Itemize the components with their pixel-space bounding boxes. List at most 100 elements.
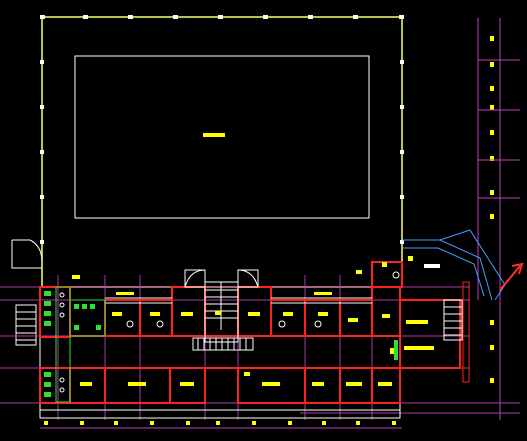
fixture-wc xyxy=(44,321,51,326)
fixtures xyxy=(55,286,106,403)
post xyxy=(263,15,268,19)
room-label xyxy=(248,312,260,316)
tick xyxy=(490,190,494,195)
central-stair xyxy=(184,269,259,351)
court-boundary-posts xyxy=(40,15,404,244)
fixture-symbols xyxy=(44,291,398,397)
stair-outline xyxy=(443,299,463,341)
fixture-urinal xyxy=(74,325,79,330)
canopy-outline xyxy=(402,239,493,301)
room-label xyxy=(181,312,193,316)
room-label xyxy=(116,292,134,295)
post xyxy=(400,240,404,244)
room-label xyxy=(378,382,392,386)
tick xyxy=(490,105,494,110)
stair-outline xyxy=(15,304,37,346)
fixture-column xyxy=(55,286,71,403)
washbasin xyxy=(59,312,65,318)
fixture-wc xyxy=(44,372,51,377)
room-label xyxy=(406,320,428,324)
corridor-benches xyxy=(105,297,372,304)
entry-mat xyxy=(424,264,440,268)
court-label-block xyxy=(203,133,225,137)
tick xyxy=(490,86,494,91)
right-axis-lines xyxy=(477,18,501,420)
room-label xyxy=(312,382,324,386)
washbasin xyxy=(59,292,65,298)
room-label xyxy=(390,348,394,354)
north-arrow xyxy=(499,265,521,291)
tick xyxy=(252,421,256,425)
east-column xyxy=(462,281,470,383)
room-label xyxy=(348,318,358,322)
post xyxy=(40,195,44,199)
room-label xyxy=(404,346,434,350)
inner-court xyxy=(74,55,370,219)
washbasin xyxy=(59,377,65,383)
fixture-wc xyxy=(44,291,51,296)
canopy-outline-inner xyxy=(402,247,485,297)
room-label xyxy=(314,292,332,295)
left-stair xyxy=(15,304,37,346)
tick xyxy=(392,421,396,425)
room-label xyxy=(112,312,122,316)
post xyxy=(40,105,44,109)
room-label xyxy=(382,262,387,267)
fixture-wc xyxy=(44,382,51,387)
tick xyxy=(490,156,494,161)
washbasin xyxy=(314,320,322,328)
post xyxy=(40,60,44,64)
entrance-steps xyxy=(192,337,254,351)
washbasin xyxy=(126,320,134,328)
stair-landing-left xyxy=(184,269,206,288)
post xyxy=(308,15,313,19)
tick xyxy=(490,320,494,325)
wall-east-wing xyxy=(399,299,461,369)
stair-landing-right xyxy=(237,269,259,288)
fixture-wc xyxy=(44,311,51,316)
washbasin xyxy=(392,271,400,279)
room-label xyxy=(262,382,280,386)
post xyxy=(40,15,45,19)
east-stair xyxy=(443,299,463,341)
room-label xyxy=(80,382,92,386)
tick xyxy=(490,345,494,350)
right-axis-ticks xyxy=(490,36,494,383)
tick xyxy=(186,421,190,425)
post xyxy=(83,15,88,19)
room-label xyxy=(283,312,293,316)
post xyxy=(218,15,223,19)
left-entrance-canopy xyxy=(11,239,43,269)
post xyxy=(353,15,358,19)
post xyxy=(40,240,44,244)
wall-room-k xyxy=(169,367,206,404)
tick xyxy=(490,378,494,383)
post xyxy=(400,60,404,64)
bottom-axis-ticks xyxy=(44,421,396,425)
wall-room-o xyxy=(371,367,401,404)
washbasin xyxy=(59,302,65,308)
room-label xyxy=(150,312,160,316)
washbasin xyxy=(156,320,164,328)
fixture-wc xyxy=(44,392,51,397)
room-label xyxy=(128,382,146,386)
east-canopy xyxy=(402,229,506,301)
room-label xyxy=(346,382,362,386)
tick xyxy=(356,421,360,425)
post xyxy=(399,15,404,19)
room-label xyxy=(356,270,362,274)
tick xyxy=(150,421,154,425)
fixture-urinal xyxy=(82,304,87,309)
post xyxy=(128,15,133,19)
fixture-urinal xyxy=(90,304,95,309)
room-label xyxy=(72,275,80,279)
fixture-urinal xyxy=(96,325,101,330)
room-label xyxy=(318,312,328,316)
tick xyxy=(114,421,118,425)
tick xyxy=(80,421,84,425)
entry-mat-2 xyxy=(408,256,413,261)
post xyxy=(400,195,404,199)
post xyxy=(40,150,44,154)
